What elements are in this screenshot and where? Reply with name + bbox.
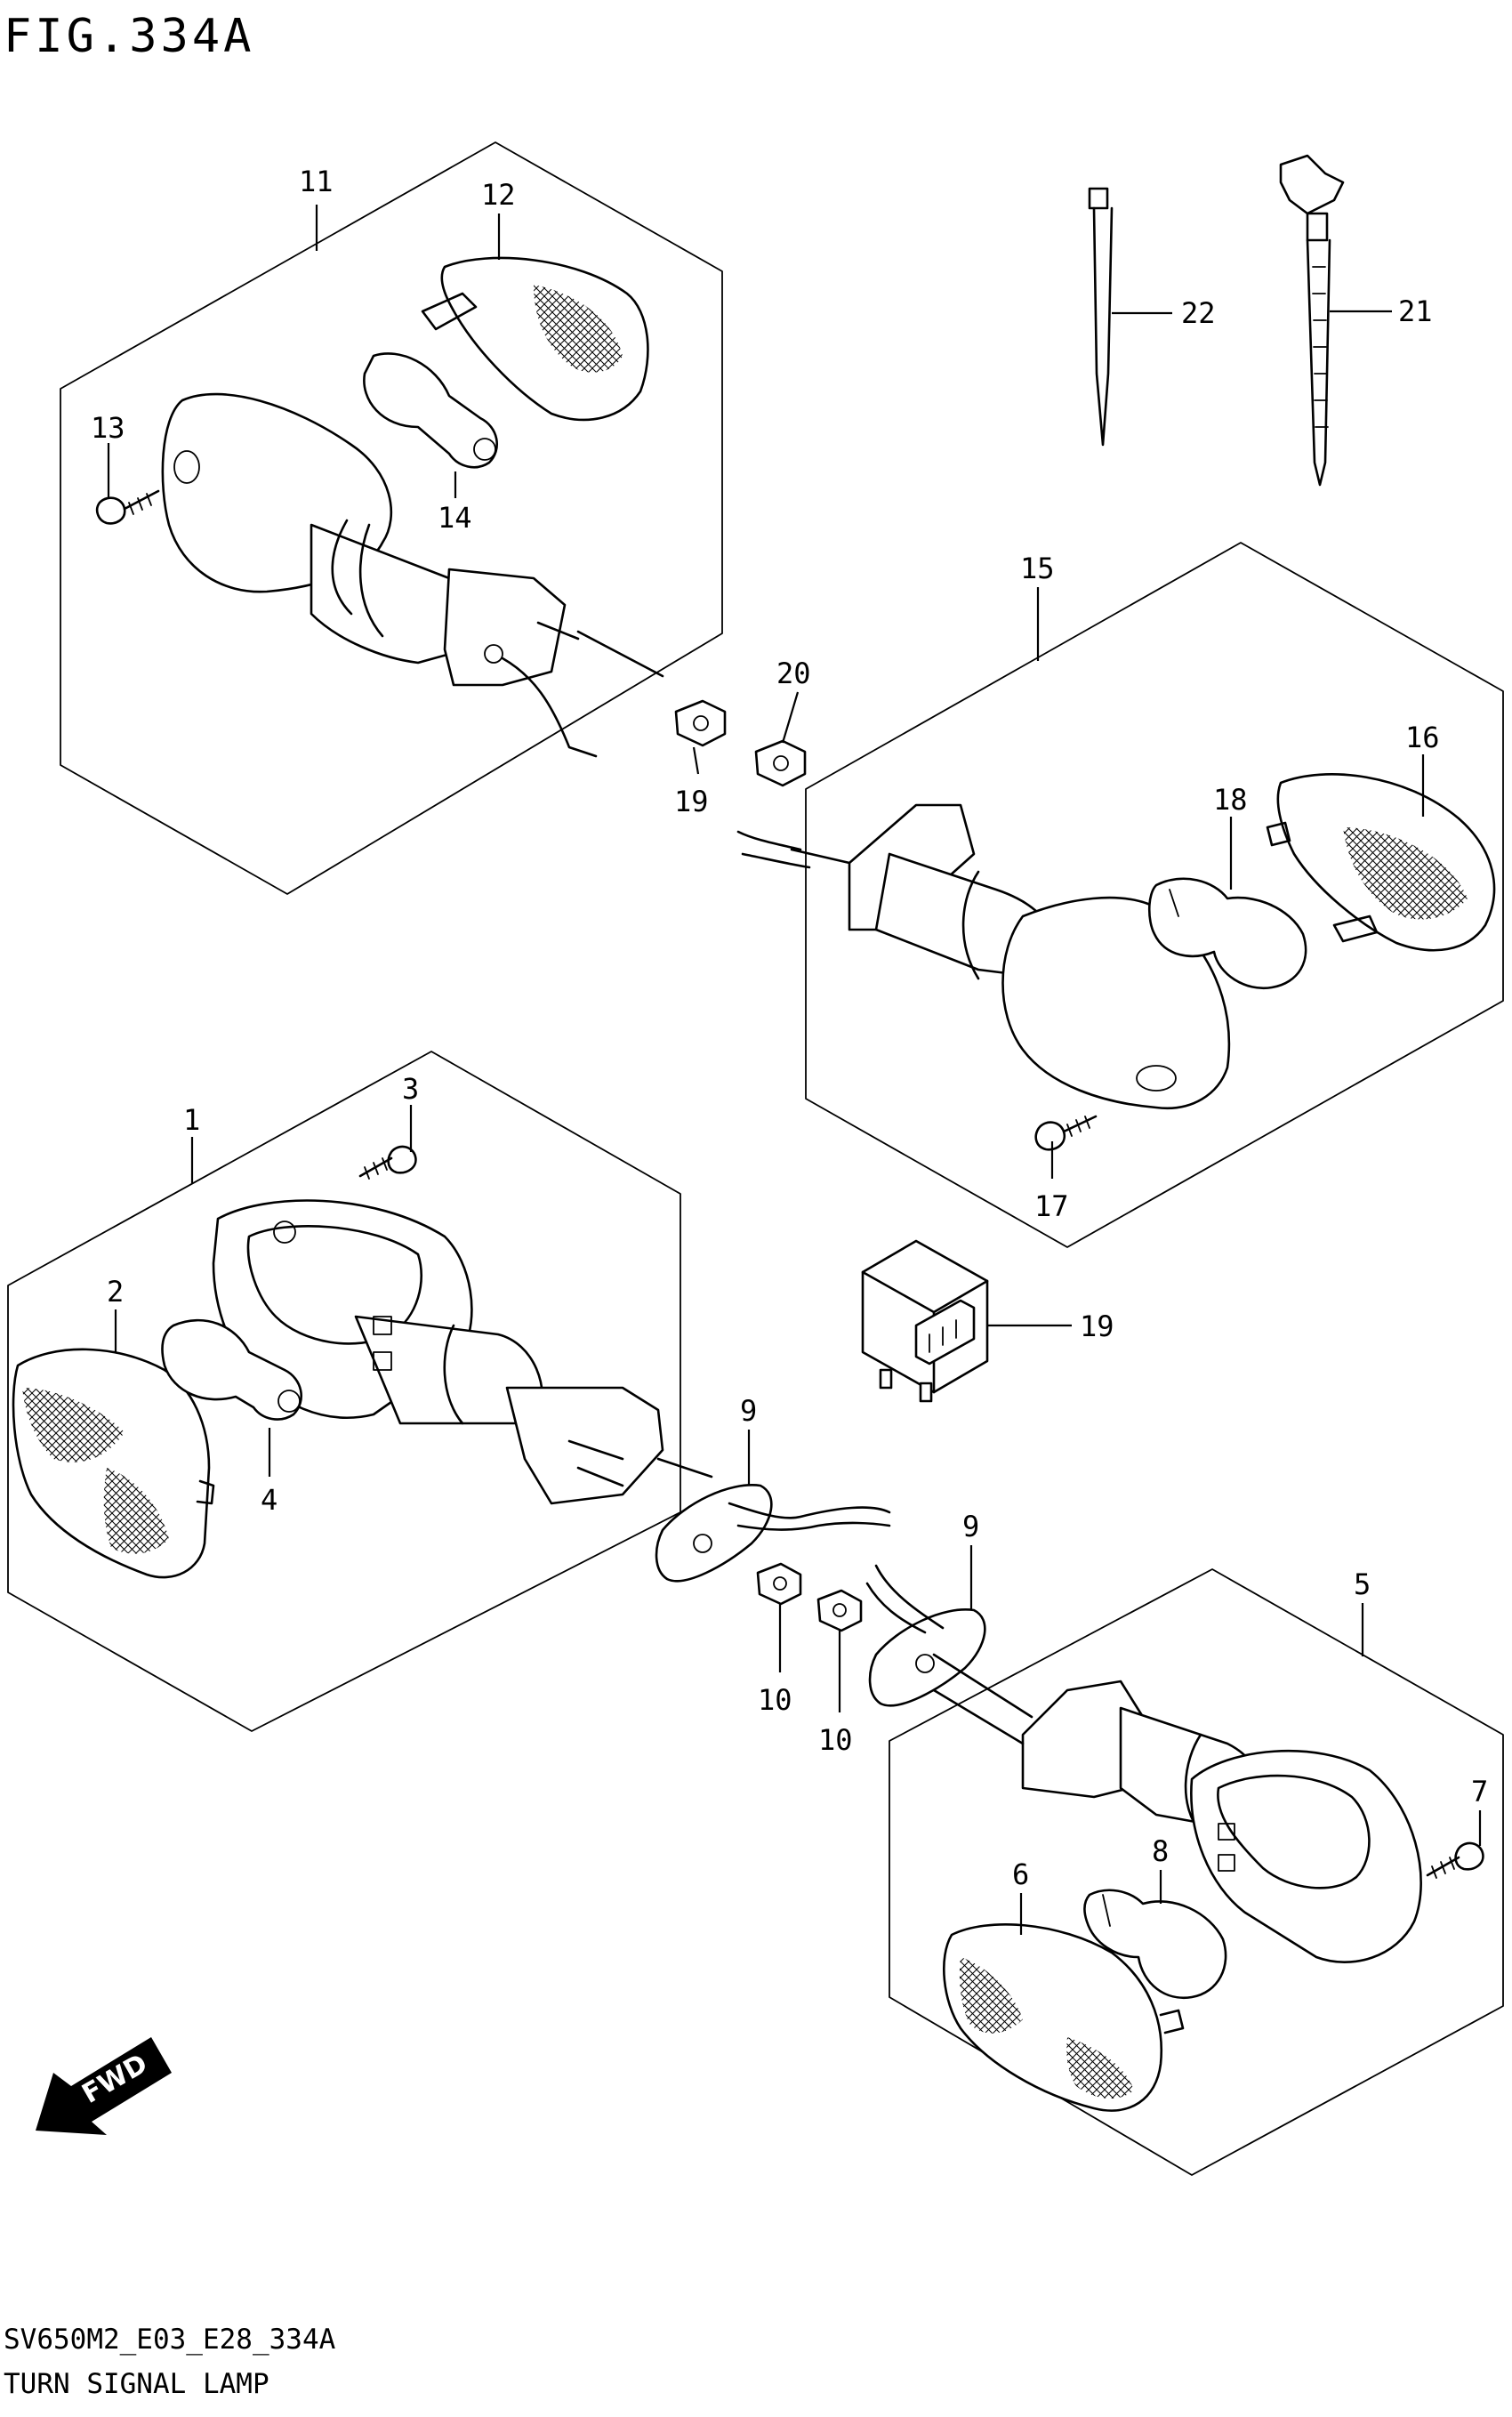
figure-title: FIG.334A (4, 10, 254, 63)
callout-10-left: 10 (758, 1683, 792, 1717)
nut-10-left (756, 1562, 802, 1606)
cable-tie-22 (1088, 187, 1114, 447)
screw-7 (1426, 1841, 1484, 1879)
lens-2 (12, 1348, 215, 1579)
assembly-15-frame (805, 542, 1504, 1248)
callout-13: 13 (91, 411, 125, 445)
lamp-housing-15 (736, 803, 1231, 1110)
screw-3 (358, 1145, 417, 1180)
callout-3: 3 (402, 1072, 419, 1106)
grommet-9-right (865, 1564, 986, 1707)
callouts: 11 12 13 14 22 21 15 20 19 16 18 17 1 3 … (91, 165, 1488, 1891)
lamp-housing-1 (212, 1199, 713, 1505)
callout-18: 18 (1213, 783, 1248, 817)
nut-10-right (816, 1589, 863, 1632)
lens-6 (943, 1923, 1185, 2112)
relay-20 (861, 1239, 989, 1403)
figure-caption: TURN SIGNAL LAMP (4, 2368, 269, 2400)
callout-5: 5 (1354, 1567, 1371, 1601)
callout-2: 2 (107, 1275, 124, 1309)
lens-16 (1266, 773, 1496, 952)
callout-20: 19 (1080, 1309, 1114, 1343)
callout-9-right: 9 (962, 1510, 979, 1543)
callout-12: 12 (481, 178, 516, 212)
bulb-14 (363, 352, 498, 469)
callout-7: 7 (1471, 1775, 1488, 1809)
lamp-housing-11 (161, 392, 664, 758)
grommet-9-left (655, 1484, 891, 1583)
forward-direction-arrow: FWD (36, 2037, 172, 2135)
callout-15: 15 (1020, 552, 1055, 585)
cable-tie-21 (1279, 154, 1345, 487)
screw-17 (1034, 1115, 1098, 1151)
lamp-housing-5 (932, 1653, 1422, 1964)
callout-8: 8 (1152, 1834, 1169, 1868)
leader-lines (107, 205, 1482, 1935)
callout-19-bottom: 19 (674, 785, 709, 818)
callout-21: 21 (1398, 294, 1433, 328)
callout-22: 22 (1181, 296, 1216, 330)
lens-12 (421, 256, 649, 422)
nut-19-upper (674, 699, 727, 747)
callout-10-right: 10 (818, 1723, 853, 1757)
screw-13 (95, 489, 160, 525)
callout-4: 4 (261, 1483, 277, 1517)
bulb-8 (1083, 1889, 1227, 2000)
callout-1: 1 (183, 1103, 200, 1137)
assembly-5-frame (889, 1568, 1504, 2176)
callout-19-top: 20 (776, 657, 811, 690)
bulb-18 (1147, 877, 1307, 990)
callout-11: 11 (299, 165, 334, 198)
callout-9-left: 9 (740, 1394, 757, 1428)
callout-17: 17 (1034, 1189, 1069, 1223)
callout-14: 14 (438, 501, 472, 535)
assembly-11-frame (60, 141, 723, 895)
figure-code: SV650M2_E03_E28_334A (4, 2324, 336, 2356)
nut-19-lower (754, 739, 807, 787)
callout-16: 16 (1405, 721, 1440, 754)
bulb-4 (161, 1318, 302, 1421)
callout-6: 6 (1012, 1857, 1029, 1891)
